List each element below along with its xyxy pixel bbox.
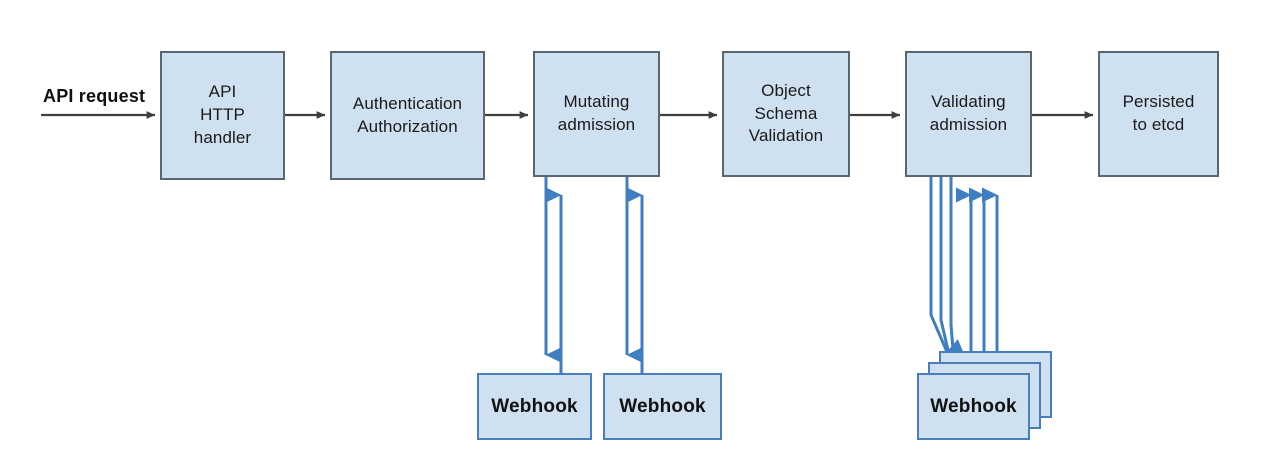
stage-label-authn-authz: Authentication Authorization — [352, 93, 463, 136]
webhook-arrow-validating-call-2 — [939, 177, 968, 367]
stage-box-persisted-to-etcd[interactable]: Persisted to etcd — [1098, 51, 1219, 177]
stage-box-object-schema-validation[interactable]: Object Schema Validation — [722, 51, 850, 177]
stage-label-persisted-to-etcd: Persisted to etcd — [1122, 92, 1195, 134]
stage-label-mutating-admission: Mutating admission — [557, 92, 636, 134]
entry-label: API request — [43, 86, 146, 106]
stage-box-mutating-admission[interactable]: Mutating admission — [533, 51, 660, 177]
webhook-arrow-validating-call-1 — [929, 177, 964, 353]
webhook-label-mutating-1: Webhook — [491, 395, 578, 417]
stage-label-validating-admission: Validating admission — [929, 92, 1008, 134]
webhook-box-mutating-1[interactable]: Webhook — [477, 373, 592, 440]
stage-label-object-schema-validation: Object Schema Validation — [748, 80, 824, 146]
stage-label-api-http-handler: API HTTP handler — [193, 82, 252, 147]
webhook-label-mutating-2: Webhook — [619, 395, 706, 417]
stage-box-api-http-handler[interactable]: API HTTP handler — [160, 51, 285, 180]
webhook-box-validating-1[interactable]: Webhook — [917, 373, 1030, 440]
webhook-box-mutating-2[interactable]: Webhook — [603, 373, 722, 440]
webhook-arrow-validating-call-3 — [949, 177, 971, 381]
stage-box-authn-authz[interactable]: Authentication Authorization — [330, 51, 485, 180]
webhook-label-validating-1: Webhook — [930, 395, 1017, 417]
stage-box-validating-admission[interactable]: Validating admission — [905, 51, 1032, 177]
